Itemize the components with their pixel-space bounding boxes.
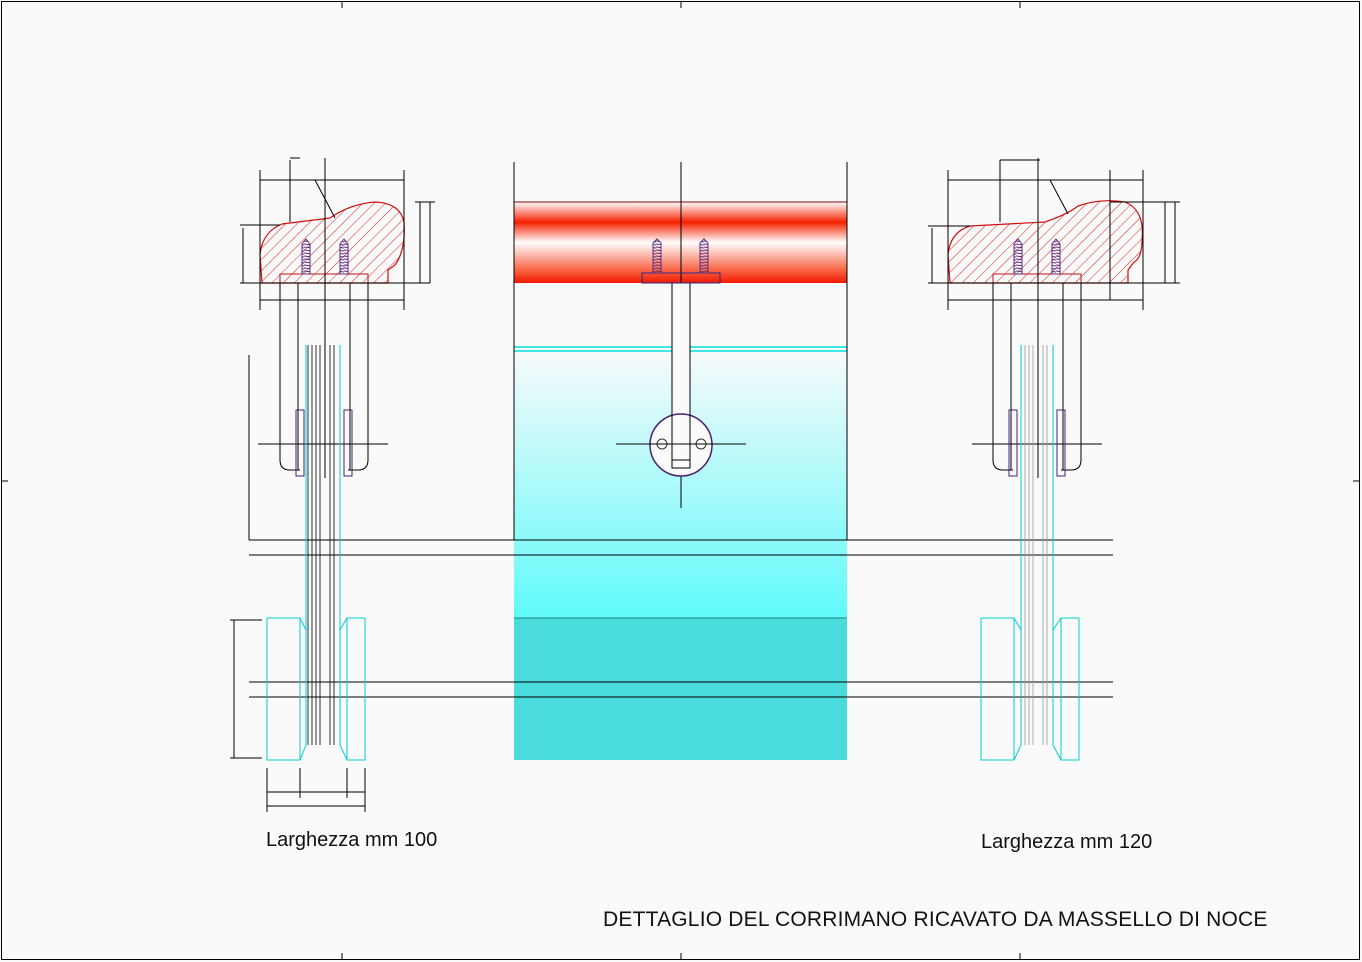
central-elevation [513, 162, 848, 760]
screw-icon [652, 238, 662, 274]
left-handrail-section [230, 157, 435, 812]
right-handrail-section [928, 158, 1180, 761]
horizontal-lines [248, 355, 1113, 698]
screw-icon [699, 238, 709, 274]
screw-icon [1013, 238, 1023, 275]
drawing-title: DETTAGLIO DEL CORRIMANO RICAVATO DA MASS… [603, 908, 1268, 931]
dimension-lines [230, 619, 366, 812]
screw-icon [1051, 238, 1061, 275]
screw-icon [301, 238, 311, 275]
screw-icon [339, 238, 349, 275]
bracket-plate [649, 413, 713, 477]
right-section-label: Larghezza mm 120 [981, 831, 1153, 853]
left-section-label: Larghezza mm 100 [266, 829, 438, 851]
